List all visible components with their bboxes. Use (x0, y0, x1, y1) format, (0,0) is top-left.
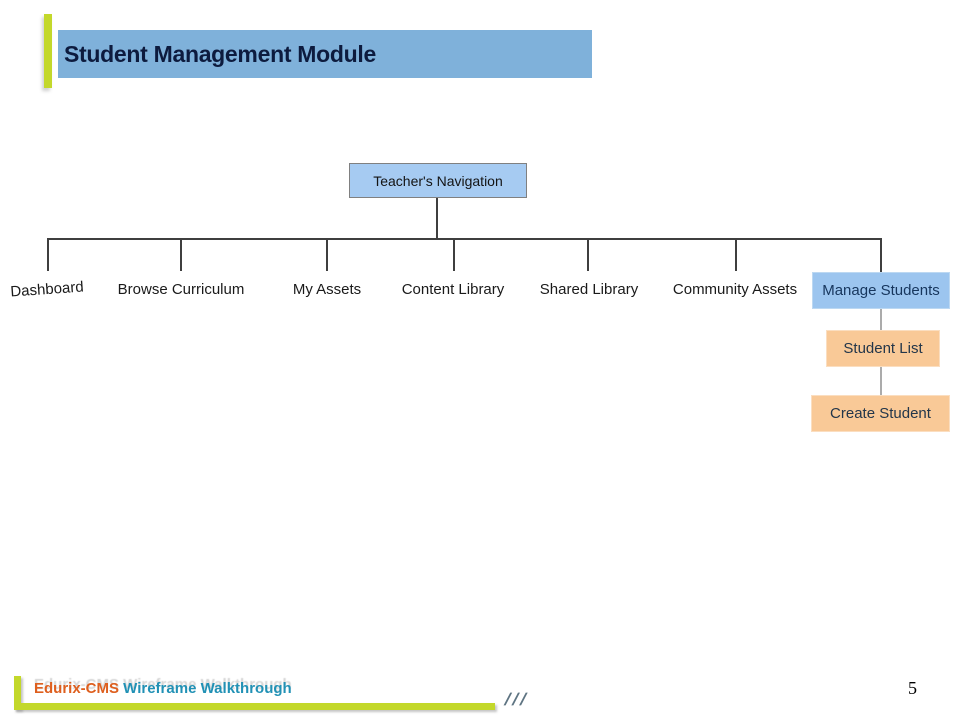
footer-accent-bar-vertical (14, 676, 21, 710)
node-label-my-assets: My Assets (292, 281, 362, 298)
node-label-community-assets: Community Assets (672, 281, 798, 298)
connector-drop-community-assets (735, 238, 737, 271)
node-label-shared-library: Shared Library (539, 281, 639, 298)
footer-tagline: Wireframe Walkthrough (119, 680, 292, 697)
node-label-dashboard: Dashboard (9, 278, 85, 301)
connector-drop-manage-students (880, 238, 882, 272)
node-create-student: Create Student (811, 395, 950, 432)
title-accent-bar (44, 14, 52, 88)
connector-drop-browse-curriculum (180, 238, 182, 271)
page-title: Student Management Module (64, 40, 376, 67)
node-label-browse-curriculum: Browse Curriculum (117, 281, 245, 298)
connector-drop-content-library (453, 238, 455, 271)
footer-accent-bar-horizontal (14, 703, 495, 710)
slash-marks-decoration: /// (503, 690, 530, 709)
connector-drop-dashboard (47, 238, 49, 271)
connector-horizontal-rail (48, 238, 882, 240)
page-number: 5 (908, 678, 917, 698)
footer-brand: Edurix-CMS (34, 680, 120, 697)
connector-drop-shared-library (587, 238, 589, 271)
node-label-content-library: Content Library (401, 281, 505, 298)
node-teachers-navigation: Teacher's Navigation (349, 163, 527, 198)
connector-student-list-to-create-student (880, 365, 882, 395)
connector-drop-my-assets (326, 238, 328, 271)
footer-text: Edurix-CMS Wireframe Walkthrough (34, 680, 292, 697)
connector-manage-to-student-list (880, 307, 882, 330)
node-student-list: Student List (826, 330, 940, 367)
node-manage-students: Manage Students (812, 272, 950, 309)
title-banner (58, 30, 592, 78)
connector-root-stem (436, 196, 438, 239)
